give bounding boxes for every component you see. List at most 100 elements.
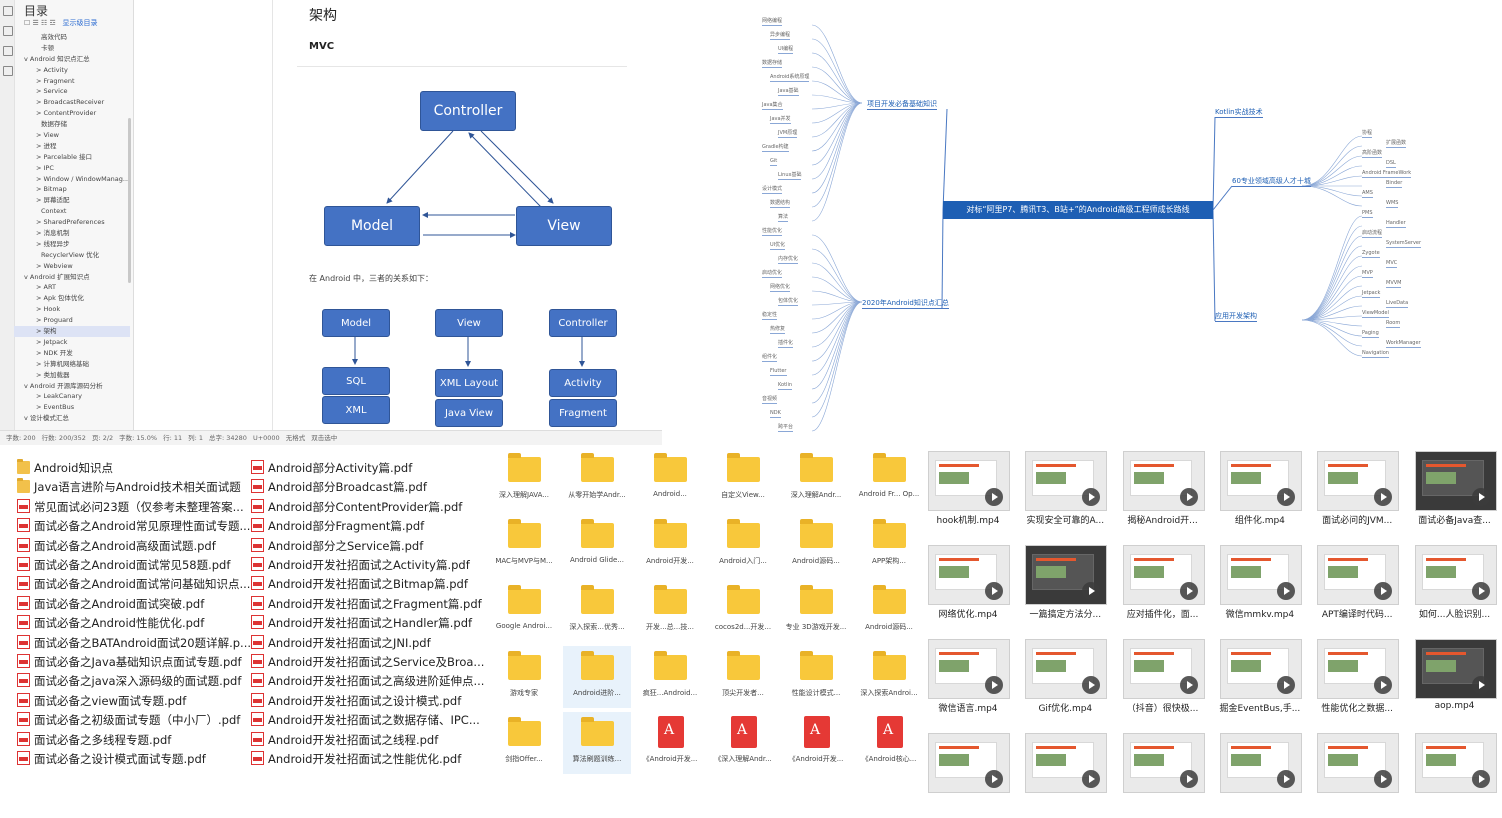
outline-item[interactable]: RecyclerView 优化 <box>41 250 100 259</box>
video-item[interactable] <box>1122 728 1205 818</box>
mind-map-leaf[interactable]: WMS <box>1386 200 1399 208</box>
video-item[interactable]: APT编译时代码... <box>1317 540 1400 630</box>
video-thumbnail[interactable] <box>928 639 1010 699</box>
outline-item[interactable]: > Webview <box>36 261 73 270</box>
mind-map-leaf[interactable]: MVC <box>1386 260 1398 268</box>
mind-map-leaf[interactable]: Java基础 <box>778 88 799 96</box>
file-row[interactable]: 面试必备之设计模式面试专题.pdf <box>17 750 206 769</box>
file-row[interactable]: 面试必备之初级面试专题（中小厂）.pdf <box>17 711 240 730</box>
mind-map-leaf[interactable]: 扩展函数 <box>1386 140 1407 148</box>
file-row[interactable]: 面试必备之Android常见原理性面试专题... <box>17 517 250 536</box>
file-row[interactable]: 面试必备之Android面试突破.pdf <box>17 595 204 614</box>
file-row[interactable]: Android部分Fragment篇.pdf <box>251 517 424 536</box>
mind-map-branch[interactable]: Kotlin实战技术 <box>1215 108 1263 118</box>
video-item[interactable]: Gif优化.mp4 <box>1025 634 1108 724</box>
outline-item[interactable]: > View <box>36 131 59 140</box>
mind-map-leaf[interactable]: WorkManager <box>1386 340 1421 348</box>
mind-map-leaf[interactable]: 网络优化 <box>770 284 791 292</box>
video-thumbnail[interactable] <box>1317 545 1400 605</box>
play-icon[interactable] <box>1471 676 1490 694</box>
folder-grid-item[interactable]: 自定义View... <box>709 448 777 510</box>
video-thumbnail[interactable] <box>1219 451 1302 511</box>
mind-map-leaf[interactable]: 热修复 <box>770 326 786 334</box>
mind-map-leaf[interactable]: Zygote <box>1362 250 1380 258</box>
mind-map-leaf[interactable]: 启动流程 <box>1362 230 1383 238</box>
mind-map-leaf[interactable]: NDK <box>770 410 781 418</box>
mind-map-leaf[interactable]: Kotlin <box>778 382 792 390</box>
file-row[interactable]: Android知识点 <box>17 459 113 478</box>
file-row[interactable]: 面试必备之BATAndroid面试20题详解.p... <box>17 634 251 653</box>
outline-item[interactable]: > 类加载器 <box>36 370 70 379</box>
video-item[interactable]: 面试必问的JVM... <box>1317 446 1400 536</box>
tag-icon[interactable] <box>3 46 13 56</box>
video-item[interactable]: 应对插件化，面... <box>1122 540 1205 630</box>
outline-item[interactable]: > NDK 开发 <box>36 348 73 357</box>
folder-grid-item[interactable]: MAC与MVP与M... <box>490 514 558 576</box>
outline-item[interactable]: > Service <box>36 87 68 96</box>
outline-item[interactable]: > 架构 <box>14 326 130 337</box>
play-icon[interactable] <box>1276 488 1295 506</box>
play-icon[interactable] <box>1374 676 1393 694</box>
folder-grid-item[interactable]: 深入探索Androi... <box>855 646 923 708</box>
outline-item[interactable]: > EventBus <box>36 403 75 412</box>
mind-map-leaf[interactable]: AMS <box>1362 190 1373 198</box>
mind-map-leaf[interactable]: 算法 <box>778 214 789 222</box>
folder-grid-item[interactable]: Android源码... <box>855 580 923 642</box>
file-row[interactable]: 面试必备之Android面试常见58题.pdf <box>17 556 230 575</box>
play-icon[interactable] <box>1276 770 1295 788</box>
video-thumbnail[interactable] <box>1317 733 1400 793</box>
mind-map-branch[interactable]: 应用开发架构 <box>1215 312 1257 322</box>
outline-item[interactable]: 高效代码 <box>41 33 67 41</box>
video-thumbnail[interactable] <box>1025 733 1108 793</box>
play-icon[interactable] <box>985 770 1003 788</box>
file-row[interactable]: Android开发社招面试之高级进阶延伸点... <box>251 672 484 691</box>
video-item[interactable]: hook机制.mp4 <box>928 446 1010 536</box>
scrollbar[interactable] <box>128 118 131 283</box>
mind-map-leaf[interactable]: 网络编程 <box>762 18 783 26</box>
mind-map-leaf[interactable]: JVM原理 <box>778 130 798 138</box>
mind-map-leaf[interactable]: Room <box>1386 320 1401 328</box>
folder-grid-item[interactable]: 算法刷题训练... <box>563 712 631 774</box>
play-icon[interactable] <box>1082 582 1101 600</box>
file-row[interactable]: Android开发社招面试之Service及Broa... <box>251 653 484 672</box>
mind-map-leaf[interactable]: Gradle构建 <box>762 144 789 152</box>
mind-map-leaf[interactable]: UI编程 <box>778 46 794 54</box>
outline-item[interactable]: > ART <box>36 283 56 292</box>
mind-map-leaf[interactable]: Navigation <box>1362 350 1389 358</box>
video-thumbnail[interactable] <box>1122 639 1205 699</box>
outline-item[interactable]: > ContentProvider <box>36 109 97 118</box>
folder-grid-item[interactable]: Android源码... <box>782 514 850 576</box>
file-row[interactable]: 面试必备之Java基础知识点面试专题.pdf <box>17 653 242 672</box>
folder-grid-item[interactable]: 《Android开发... <box>636 712 704 774</box>
video-thumbnail[interactable] <box>1025 451 1108 511</box>
play-icon[interactable] <box>1082 488 1101 506</box>
video-item[interactable] <box>928 728 1010 818</box>
play-icon[interactable] <box>1471 582 1490 600</box>
video-item[interactable]: 实现安全可靠的A... <box>1025 446 1108 536</box>
folder-grid-item[interactable]: 《Android核心... <box>855 712 923 774</box>
mind-map-leaf[interactable]: MVP <box>1362 270 1373 278</box>
folder-grid-item[interactable]: Android Fr... Op... <box>855 448 923 510</box>
video-thumbnail[interactable] <box>1219 639 1302 699</box>
mind-map-branch[interactable]: 项目开发必备基础知识 <box>867 100 937 110</box>
mind-map-branch[interactable]: 60专业领域高级人才十城 <box>1232 177 1311 187</box>
video-thumbnail[interactable] <box>1219 545 1302 605</box>
outline-item[interactable]: > Fragment <box>36 76 75 85</box>
file-row[interactable]: Android开发社招面试之Fragment篇.pdf <box>251 595 482 614</box>
mind-map-leaf[interactable]: 音视频 <box>762 396 778 404</box>
folder-grid-item[interactable]: 深入理解Andr... <box>782 448 850 510</box>
outline-item[interactable]: > Apk 包体优化 <box>36 294 84 303</box>
folder-grid-item[interactable]: Android... <box>636 448 704 510</box>
outline-item[interactable]: > Proguard <box>36 316 73 325</box>
video-item[interactable] <box>1414 728 1497 818</box>
video-thumbnail[interactable] <box>928 545 1010 605</box>
outline-item[interactable]: > SharedPreferences <box>36 218 105 227</box>
file-row[interactable]: 面试必备之Android高级面试题.pdf <box>17 537 216 556</box>
play-icon[interactable] <box>1276 676 1295 694</box>
file-row[interactable]: Android开发社招面试之线程.pdf <box>251 731 438 750</box>
mind-map-leaf[interactable]: Android FrameWork <box>1362 170 1412 178</box>
mind-map-leaf[interactable]: LiveData <box>1386 300 1409 308</box>
folder-grid-item[interactable]: 深入理解JAVA... <box>490 448 558 510</box>
play-icon[interactable] <box>1082 676 1101 694</box>
file-row[interactable]: 面试必备之view面试专题.pdf <box>17 692 186 711</box>
